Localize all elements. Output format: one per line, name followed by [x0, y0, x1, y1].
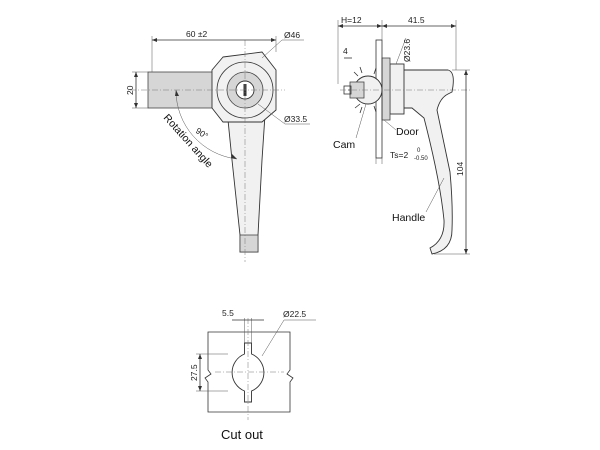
dim-cutout-dia: Ø22.5: [283, 309, 306, 319]
dim-side-h: H=12: [341, 15, 362, 25]
cutout-hole: [231, 342, 265, 403]
dim-front-width: 60 ±2: [186, 29, 207, 39]
side-flange: [381, 57, 391, 121]
panel-thickness: Ts=2: [390, 150, 408, 160]
front-handle-grip: [239, 234, 259, 253]
rotation-angle-value: 90°: [194, 125, 210, 141]
side-view: H=12 41.5 4 Ø23.6 104 Ts=2 0 -0.50 Door …: [333, 15, 470, 255]
cutout-caption: Cut out: [221, 427, 263, 442]
dim-side-cam-thickness: 4: [343, 46, 348, 56]
side-boss: [389, 63, 405, 115]
dim-front-height: 20: [125, 85, 135, 95]
label-door: Door: [396, 126, 419, 138]
cutout-plate: [204, 331, 294, 413]
label-cam: Cam: [333, 139, 355, 151]
label-handle: Handle: [392, 212, 425, 224]
cutout-view: 5.5 Ø22.5 27.5 Cut out: [189, 308, 316, 442]
dim-front-outer-dia: Ø46: [284, 30, 300, 40]
dim-cutout-key: 5.5: [222, 308, 234, 318]
dim-side-depth: 41.5: [408, 15, 425, 25]
panel-tol-upper: 0: [417, 148, 421, 154]
dim-front-inner-dia: Ø33.5: [284, 114, 307, 124]
side-handle: [401, 69, 454, 255]
front-view: 60 ±2 20 Ø46 Ø33.5 90° Rotation angle: [125, 29, 310, 262]
panel-tol-lower: -0.50: [414, 156, 428, 162]
dim-side-length: 104: [455, 162, 465, 176]
dim-side-boss-dia: Ø23.6: [402, 39, 412, 62]
dim-cutout-flat: 27.5: [189, 364, 199, 381]
rotation-angle-label: Rotation angle: [161, 112, 215, 170]
front-handle-lever: [225, 99, 267, 253]
